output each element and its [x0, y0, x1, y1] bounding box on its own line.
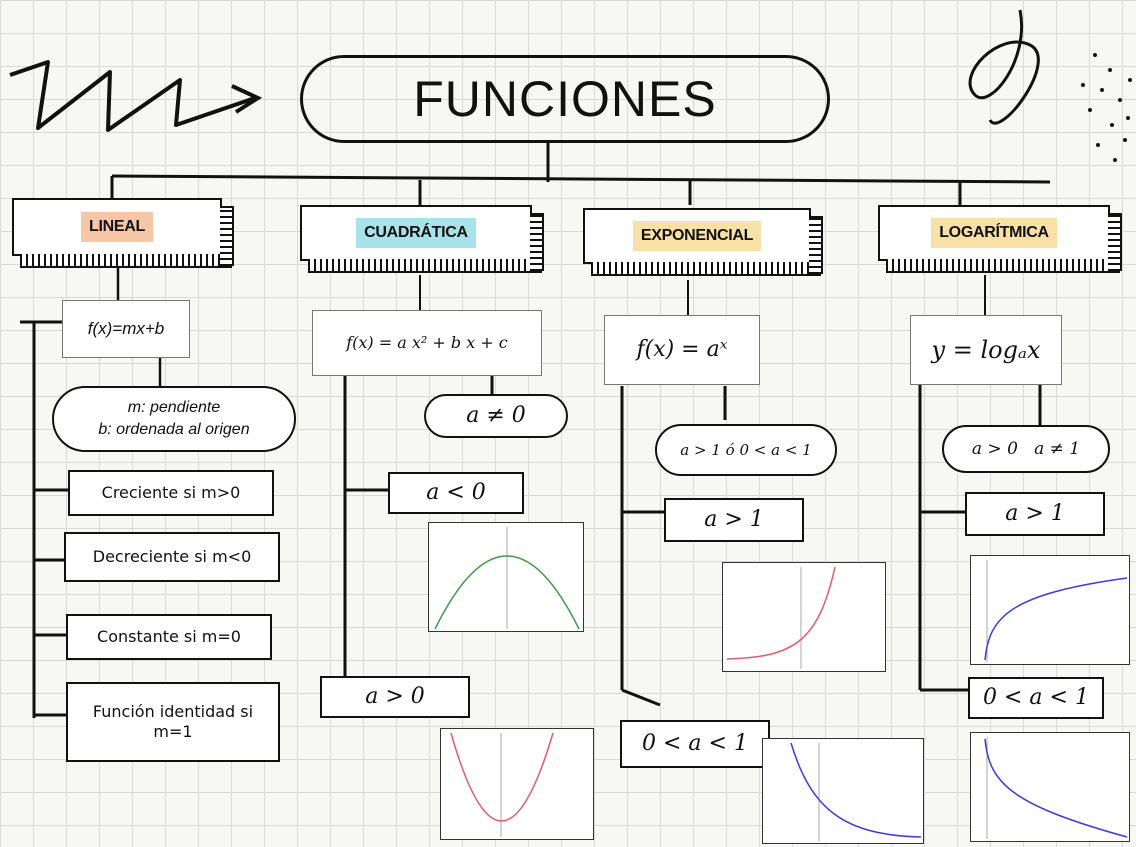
- category-cuadratica: CUADRÁTICA: [300, 205, 544, 273]
- parabola-curve-green: [434, 555, 580, 630]
- logaritmica-case-greater-than-one: a > 1: [965, 492, 1105, 536]
- exponencial-growth-graph: [722, 562, 886, 672]
- dots-decoration: [1081, 53, 1132, 162]
- loop-decoration: [968, 9, 1040, 125]
- lineal-case-constant: Constante si m=0: [66, 614, 272, 660]
- page-title: FUNCIONES: [300, 55, 830, 143]
- logaritmica-condition: a > 0 a ≠ 1: [942, 425, 1110, 473]
- category-logaritmica: LOGARÍTMICA: [878, 205, 1122, 273]
- exponencial-decay-graph: [762, 738, 924, 844]
- logaritmica-case-between-zero-and-one: 0 < a < 1: [968, 677, 1104, 719]
- zigzag-arrow-decoration: [9, 60, 256, 132]
- concave-down-parabola-plot: [434, 527, 580, 630]
- exponencial-condition: a > 1 ó 0 < a < 1: [655, 424, 837, 476]
- logarithm-increasing-plot: [984, 560, 1128, 662]
- logaritmica-decreasing-graph: [970, 732, 1130, 842]
- category-exponencial-label: EXPONENCIAL: [632, 221, 762, 251]
- category-cuadratica-label: CUADRÁTICA: [356, 218, 476, 248]
- category-logaritmica-label: LOGARÍTMICA: [931, 218, 1057, 248]
- exponential-curve-red: [726, 566, 836, 660]
- category-lineal: LINEAL: [12, 198, 234, 268]
- parabola-curve-red: [450, 732, 554, 822]
- lineal-note-slope: m: pendiente: [127, 399, 221, 417]
- log-curve-decreasing: [984, 738, 1128, 838]
- lineal-parameters-note: m: pendiente b: ordenada al origen: [52, 386, 296, 452]
- exponencial-case-greater-than-one: a > 1: [664, 498, 804, 542]
- category-lineal-label: LINEAL: [81, 212, 153, 242]
- cuadratica-formula: f(x) = a x² + b x + c: [312, 310, 542, 376]
- lineal-case-identity: Función identidad si m=1: [66, 682, 280, 762]
- logaritmica-formula: y = logₐx: [910, 315, 1062, 385]
- arrow-head-decoration: [231, 84, 263, 114]
- lineal-case-increasing: Creciente si m>0: [68, 470, 274, 516]
- exponencial-formula: f(x) = aˣ: [604, 315, 760, 385]
- category-exponencial: EXPONENCIAL: [583, 208, 823, 276]
- exponencial-case-between-zero-and-one: 0 < a < 1: [620, 720, 770, 768]
- decay-curve-blue: [790, 742, 922, 838]
- exponential-decay-plot: [790, 742, 922, 841]
- cuadratica-negative-graph: [428, 522, 584, 632]
- cuadratica-case-positive: a > 0: [320, 676, 470, 718]
- logaritmica-increasing-graph: [970, 555, 1130, 665]
- logarithm-decreasing-plot: [984, 737, 1128, 839]
- lineal-formula: f(x)=mx+b: [62, 300, 190, 358]
- cuadratica-case-negative: a < 0: [388, 472, 524, 514]
- lineal-case-decreasing: Decreciente si m<0: [64, 532, 280, 582]
- cuadratica-positive-graph: [440, 728, 594, 840]
- concave-up-parabola-plot: [450, 732, 554, 837]
- log-curve-increasing: [984, 577, 1128, 661]
- lineal-note-intercept: b: ordenada al origen: [98, 421, 250, 438]
- exponential-growth-plot: [726, 566, 836, 669]
- cuadratica-condition: a ≠ 0: [424, 394, 568, 438]
